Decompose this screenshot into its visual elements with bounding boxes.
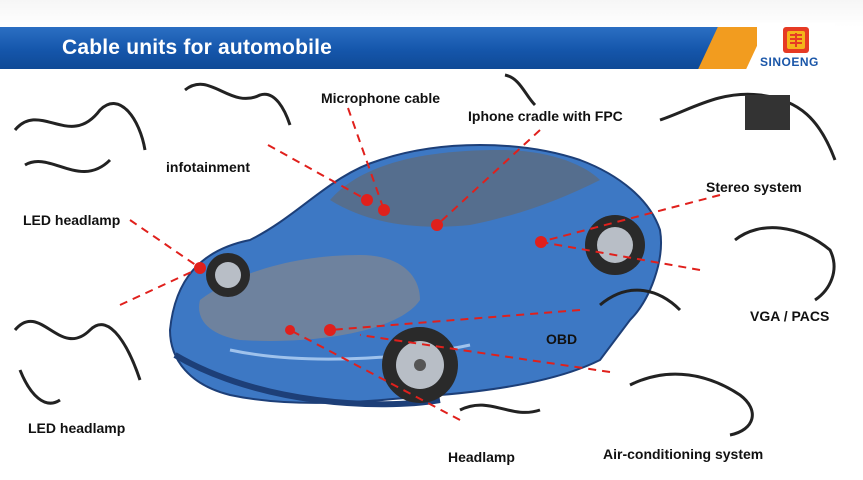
obd-cable <box>599 288 682 312</box>
logo-text: SINOENG <box>760 55 819 69</box>
vga-cable <box>734 226 836 302</box>
label-air-conditioning: Air-conditioning system <box>603 446 764 462</box>
top-strip <box>0 0 863 27</box>
title-banner <box>0 27 740 69</box>
label-stereo-system: Stereo system <box>706 179 802 195</box>
thumbnails <box>13 73 837 437</box>
logo-icon <box>783 27 809 53</box>
led-headlamp-harness-bottom <box>13 319 142 381</box>
label-obd: OBD <box>546 331 578 347</box>
infotainment-harness <box>184 82 292 126</box>
label-headlamp: Headlamp <box>448 449 515 465</box>
label-led-headlamp-bottom: LED headlamp <box>28 420 126 436</box>
label-microphone-cable: Microphone cable <box>321 90 441 106</box>
led-headlamp-harness-top <box>13 102 147 151</box>
label-vga-pacs: VGA / PACS <box>750 308 830 324</box>
car-body <box>168 144 662 408</box>
aircon-harness <box>629 372 754 437</box>
label-infotainment: infotainment <box>166 159 250 175</box>
headlamp-cable <box>459 403 541 414</box>
company-logo <box>757 23 835 73</box>
leader-lines <box>119 107 721 421</box>
page-title: Cable units for automobile <box>62 36 333 59</box>
label-iphone-cradle: Iphone cradle with FPC <box>468 108 623 124</box>
label-led-headlamp-top: LED headlamp <box>23 212 121 228</box>
connection-points <box>194 194 547 336</box>
iphone-fpc <box>504 73 537 107</box>
